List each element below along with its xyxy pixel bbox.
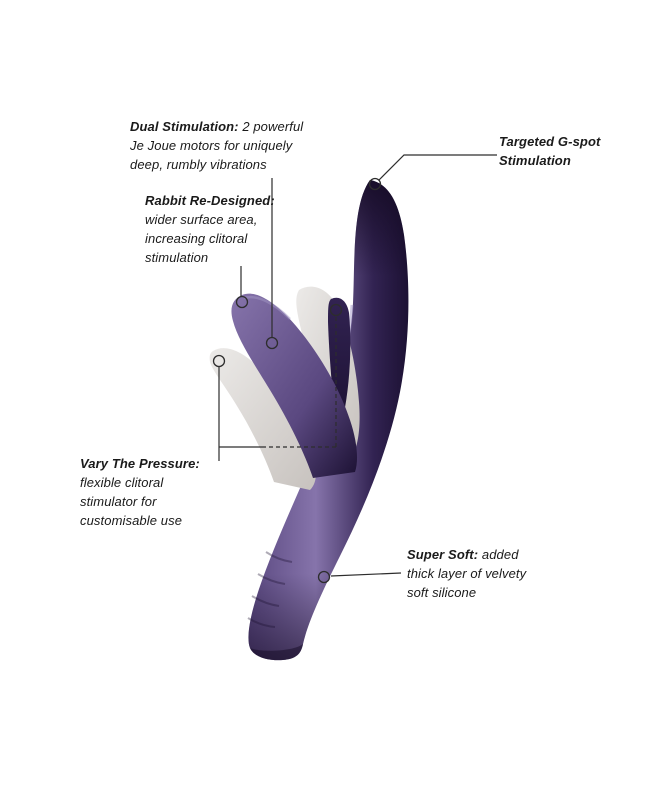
base-cap-shadow [250, 644, 303, 661]
callout-vary-pressure: Vary The Pressure: flexible clitoral sti… [80, 455, 202, 530]
gspot-line [378, 154, 497, 181]
ghost-arm-lowered [209, 348, 316, 490]
callout-title: Super Soft: [407, 547, 479, 562]
rabbit-arm [231, 293, 358, 478]
pressure-marker-lowered [212, 354, 226, 368]
callout-title: Targeted G-spot Stimulation [499, 134, 601, 168]
callout-rabbit-redesigned: Rabbit Re-Designed: wider surface area, … [145, 192, 275, 267]
callout-body: added thick layer of velvety soft silico… [407, 547, 527, 600]
callout-gspot: Targeted G-spot Stimulation [499, 133, 617, 171]
dual-stimulation-marker [265, 336, 279, 350]
arm-highlight [243, 295, 291, 320]
gspot-marker [368, 177, 382, 191]
super-soft-marker [317, 570, 331, 584]
callout-body: wider surface area, increasing clitoral … [145, 211, 258, 265]
callout-body: flexible clitoral stimulator for customi… [80, 474, 183, 528]
rabbit-redesigned-marker [235, 295, 249, 309]
callout-body: 2 powerful Je Joue motors for uniquely d… [130, 119, 304, 172]
pressure-marker-pressed [329, 303, 343, 317]
callout-dual-stimulation: Dual Stimulation: 2 powerful Je Joue mot… [130, 118, 314, 175]
callout-title: Dual Stimulation: [130, 119, 239, 134]
callout-connectors [212, 154, 497, 584]
callout-super-soft: Super Soft: added thick layer of velvety… [407, 546, 539, 603]
base-ridges [247, 551, 293, 628]
super-soft-line [330, 572, 402, 577]
callout-title: Vary The Pressure: [80, 456, 200, 471]
callout-title: Rabbit Re-Designed: [145, 193, 275, 208]
